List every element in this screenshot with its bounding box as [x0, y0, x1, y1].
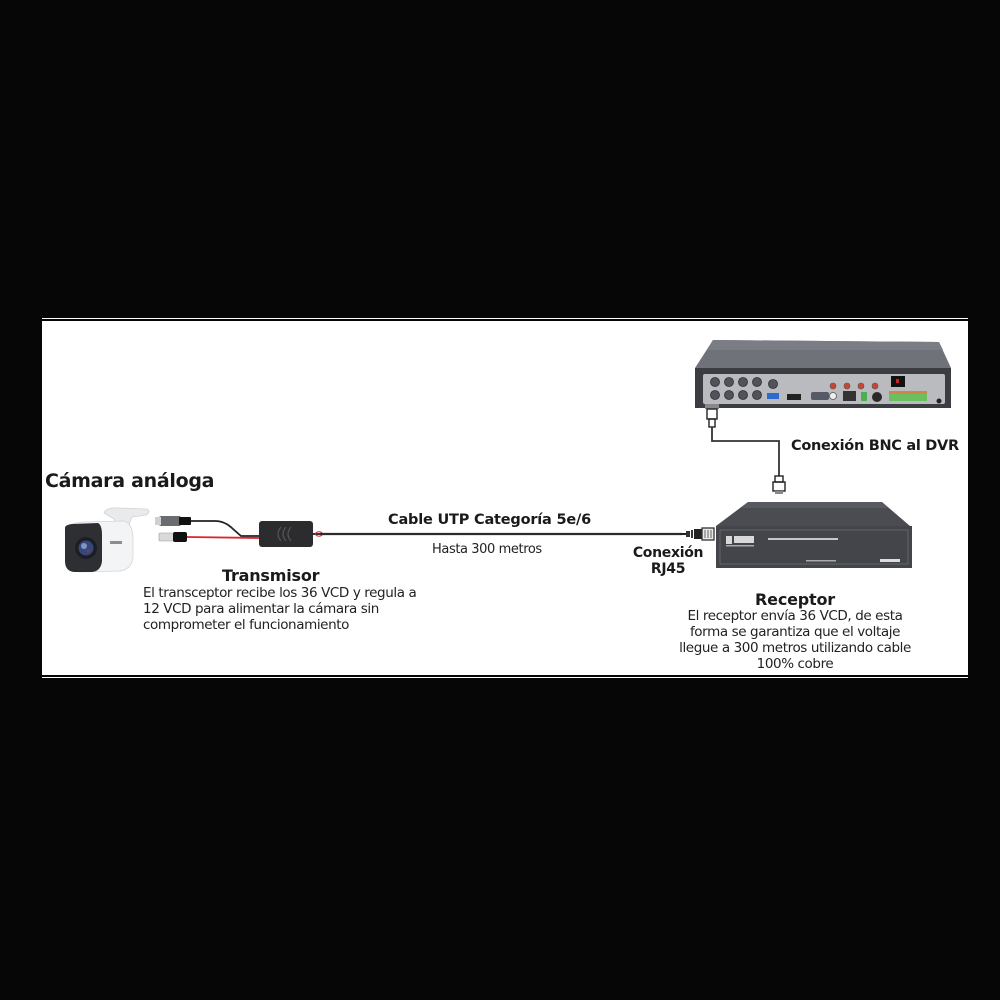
- video-balun-transmitter-icon: [155, 516, 323, 547]
- cable-distance: Hasta 300 metros: [432, 542, 542, 557]
- dvr-recorder-icon: [695, 340, 951, 408]
- rj45-label-line1: Conexión: [632, 545, 704, 561]
- receiver-description: El receptor envía 36 VCD, de esta forma …: [660, 608, 930, 672]
- transmitter-description-line: El transceptor recibe los 36 VCD y regul…: [143, 585, 417, 601]
- cable-label: Cable UTP Categoría 5e/6: [388, 512, 591, 528]
- rj45-connector-icon: [680, 527, 715, 541]
- receiver-title: Receptor: [755, 590, 835, 609]
- receiver-hub-icon: [716, 502, 912, 568]
- bottom-rule: [42, 675, 968, 677]
- camera-title: Cámara análoga: [45, 470, 215, 492]
- receiver-description-line: 100% cobre: [756, 656, 834, 672]
- receiver-description-line: El receptor envía 36 VCD, de esta: [687, 608, 903, 624]
- bnc-patch-cable: [705, 404, 786, 494]
- bullet-camera-icon: [64, 507, 150, 573]
- dvr-connection-label: Conexión BNC al DVR: [791, 438, 959, 454]
- transmitter-description-line: 12 VCD para alimentar la cámara sin: [143, 601, 379, 617]
- rj45-label-line2: RJ45: [650, 561, 686, 577]
- transmitter-description: El transceptor recibe los 36 VCD y regul…: [143, 585, 417, 633]
- utp-cable-line: [320, 532, 682, 536]
- receiver-description-line: llegue a 300 metros utilizando cable: [679, 640, 911, 656]
- transmitter-description-line: comprometer el funcionamiento: [143, 617, 350, 633]
- top-rule: [42, 319, 968, 321]
- receiver-description-line: forma se garantiza que el voltaje: [689, 624, 901, 640]
- transmitter-title: Transmisor: [222, 566, 320, 585]
